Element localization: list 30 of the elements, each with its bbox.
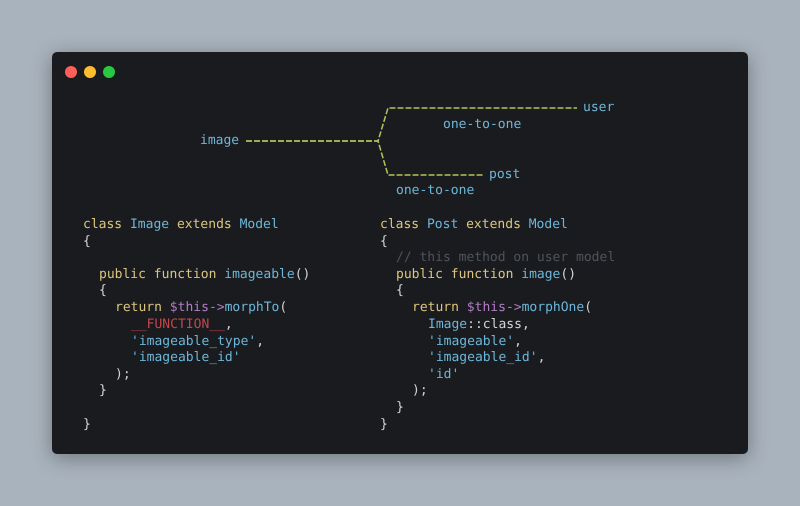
code-line: } <box>99 383 107 399</box>
code-line: class Image extends Model <box>83 217 279 233</box>
edge-label: one-to-one <box>443 117 522 133</box>
code-line: 'id' <box>428 367 460 383</box>
entity-name: user <box>583 100 614 116</box>
code-line: __FUNCTION__, <box>131 317 233 333</box>
code-line: ); <box>115 367 131 383</box>
code-line: 'imageable_id', <box>428 350 546 366</box>
code-line: public function image() <box>396 267 576 283</box>
code-line: } <box>380 417 388 433</box>
code-line: return $this->morphOne( <box>412 300 592 316</box>
code-line: { <box>99 283 107 299</box>
code-line: Image::class, <box>428 317 530 333</box>
code-line: } <box>396 400 404 416</box>
code-line: public function imageable() <box>99 267 310 283</box>
code-line: { <box>83 234 91 250</box>
code-line: return $this->morphTo( <box>115 300 288 316</box>
code-line: { <box>380 234 388 250</box>
entity-name: post <box>489 167 520 183</box>
edge-label: one-to-one <box>396 183 474 199</box>
code-line: 'imageable_type', <box>131 334 264 350</box>
code-line: ); <box>412 383 428 399</box>
code-line: 'imageable', <box>428 334 522 350</box>
code-line: { <box>396 283 404 299</box>
entity-name: image <box>200 133 240 149</box>
connector-line <box>246 140 483 176</box>
code-line: 'imageable_id' <box>131 350 241 366</box>
code-line: // this method on user model <box>396 250 616 266</box>
code-line: } <box>83 417 91 433</box>
code-line: class Post extends Model <box>380 217 568 233</box>
